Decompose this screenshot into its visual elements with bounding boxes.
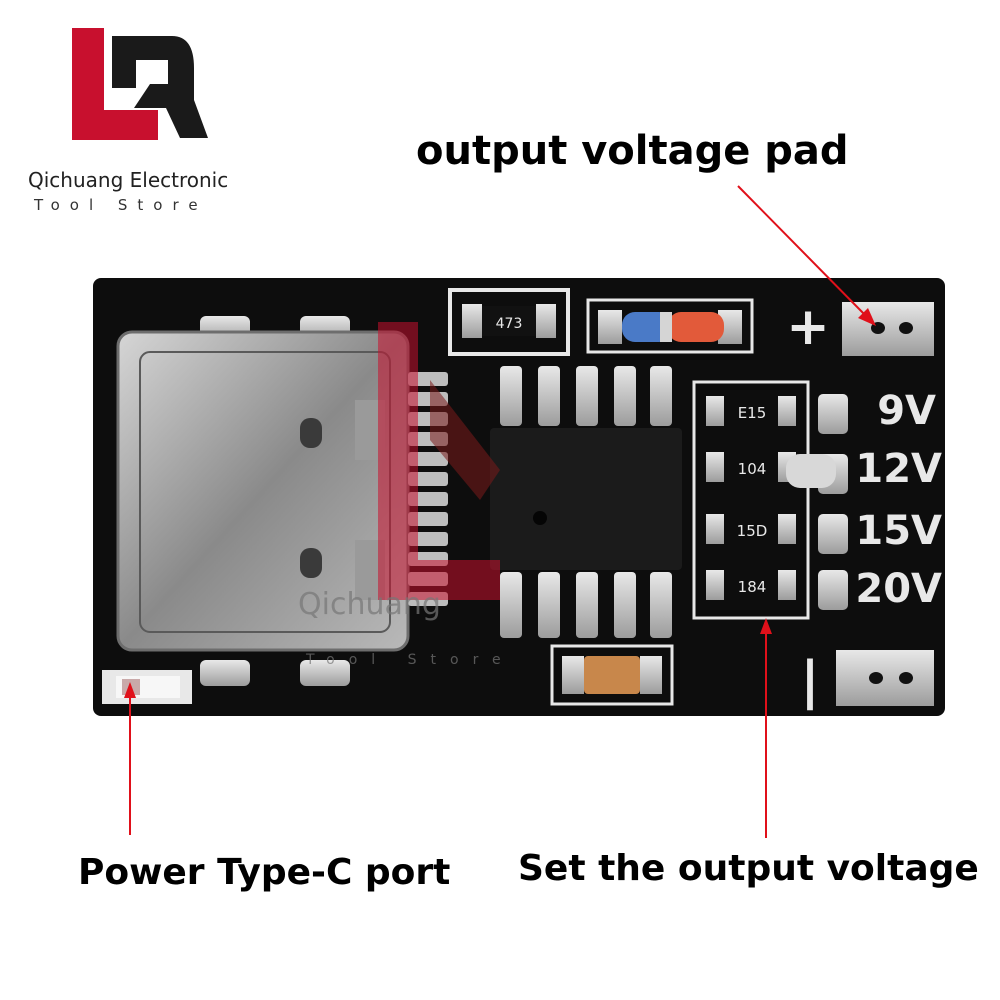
output-pad-positive: [842, 302, 934, 356]
voltage-label-12v: 12V: [855, 446, 942, 492]
voltage-label-20v: 20V: [855, 566, 942, 612]
resistor-473-code: 473: [496, 316, 523, 332]
watermark-subtitle: Tool Store: [305, 652, 515, 668]
logo-q-shape: [112, 36, 208, 138]
logo-l-shape: [72, 28, 158, 140]
callout-power-type-c-port: Power Type-C port: [78, 852, 451, 893]
watermark-name: Qichuang: [298, 587, 441, 622]
plus-marking: +: [786, 297, 830, 357]
voltage-label-15v: 15V: [855, 508, 942, 554]
resistor-e15-code: E15: [738, 404, 767, 422]
callout-output-voltage-pad: output voltage pad: [416, 128, 849, 174]
voltage-jumper-pads: [786, 394, 848, 610]
diode: [586, 298, 754, 354]
callout-set-output-voltage: Set the output voltage: [518, 848, 979, 889]
power-led: [102, 670, 192, 704]
watermark-logo: [378, 322, 500, 600]
arrow-to-output-pad: [737, 185, 876, 326]
controller-ic: [490, 366, 682, 638]
arrow-to-type-c-port: [124, 682, 136, 835]
minus-marking: |: [801, 651, 820, 711]
arrow-to-voltage-select: [760, 618, 772, 838]
voltage-label-9v: 9V: [877, 388, 936, 434]
usb-type-c-connector: [116, 316, 410, 686]
brand-subtitle: Tool Store: [34, 196, 208, 214]
resistor-15d-code: 15D: [737, 522, 768, 540]
voltage-select-resistors: [692, 380, 810, 620]
resistor-473: [448, 288, 570, 356]
capacitor-bottom: [550, 644, 674, 706]
store-logo: [72, 28, 208, 140]
brand-name: Qichuang Electronic: [28, 168, 229, 192]
resistor-104-code: 104: [738, 460, 767, 478]
resistor-184-code: 184: [738, 578, 767, 596]
output-pad-negative: [836, 650, 934, 706]
